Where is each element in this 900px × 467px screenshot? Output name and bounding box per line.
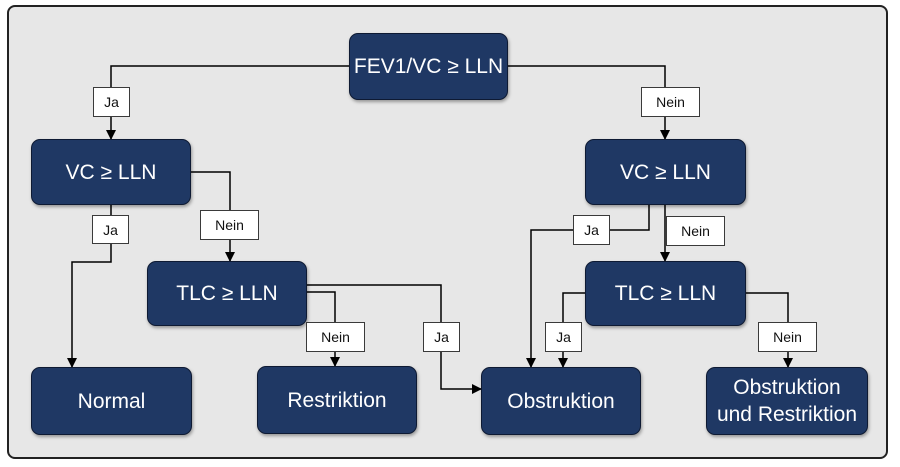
label-vc-right-nein: Nein bbox=[666, 216, 725, 246]
label-root-ja: Ja bbox=[93, 87, 130, 117]
label-tlc-left-ja: Ja bbox=[423, 322, 460, 352]
label-tlc-right-nein: Nein bbox=[758, 322, 817, 352]
edge-root-ja bbox=[106, 65, 349, 140]
decision-vc-left: VC ≥ LLN bbox=[31, 139, 191, 205]
decision-tlc-left: TLC ≥ LLN bbox=[147, 261, 307, 326]
result-obstruktion: Obstruktion bbox=[481, 367, 641, 435]
decision-vc-right: VC ≥ LLN bbox=[585, 139, 746, 205]
label-vc-right-ja: Ja bbox=[573, 215, 610, 245]
label-vc-left-nein: Nein bbox=[200, 210, 259, 240]
label-vc-left-ja: Ja bbox=[92, 215, 129, 244]
result-obstruktion-und-restriktion-line2: und Restriktion bbox=[716, 403, 858, 426]
result-obstruktion-und-restriktion-line1: Obstruktion bbox=[733, 376, 841, 399]
label-tlc-left-nein: Nein bbox=[306, 322, 365, 352]
label-tlc-right-ja: Ja bbox=[545, 322, 582, 352]
result-obstruktion-und-restriktion: Obstruktion und Restriktion bbox=[706, 367, 868, 435]
decision-tlc-right: TLC ≥ LLN bbox=[585, 261, 746, 326]
label-root-nein: Nein bbox=[641, 87, 700, 117]
result-normal: Normal bbox=[31, 367, 192, 435]
decision-fev1-vc: FEV1/VC ≥ LLN bbox=[349, 33, 508, 100]
result-restriktion: Restriktion bbox=[257, 366, 417, 434]
